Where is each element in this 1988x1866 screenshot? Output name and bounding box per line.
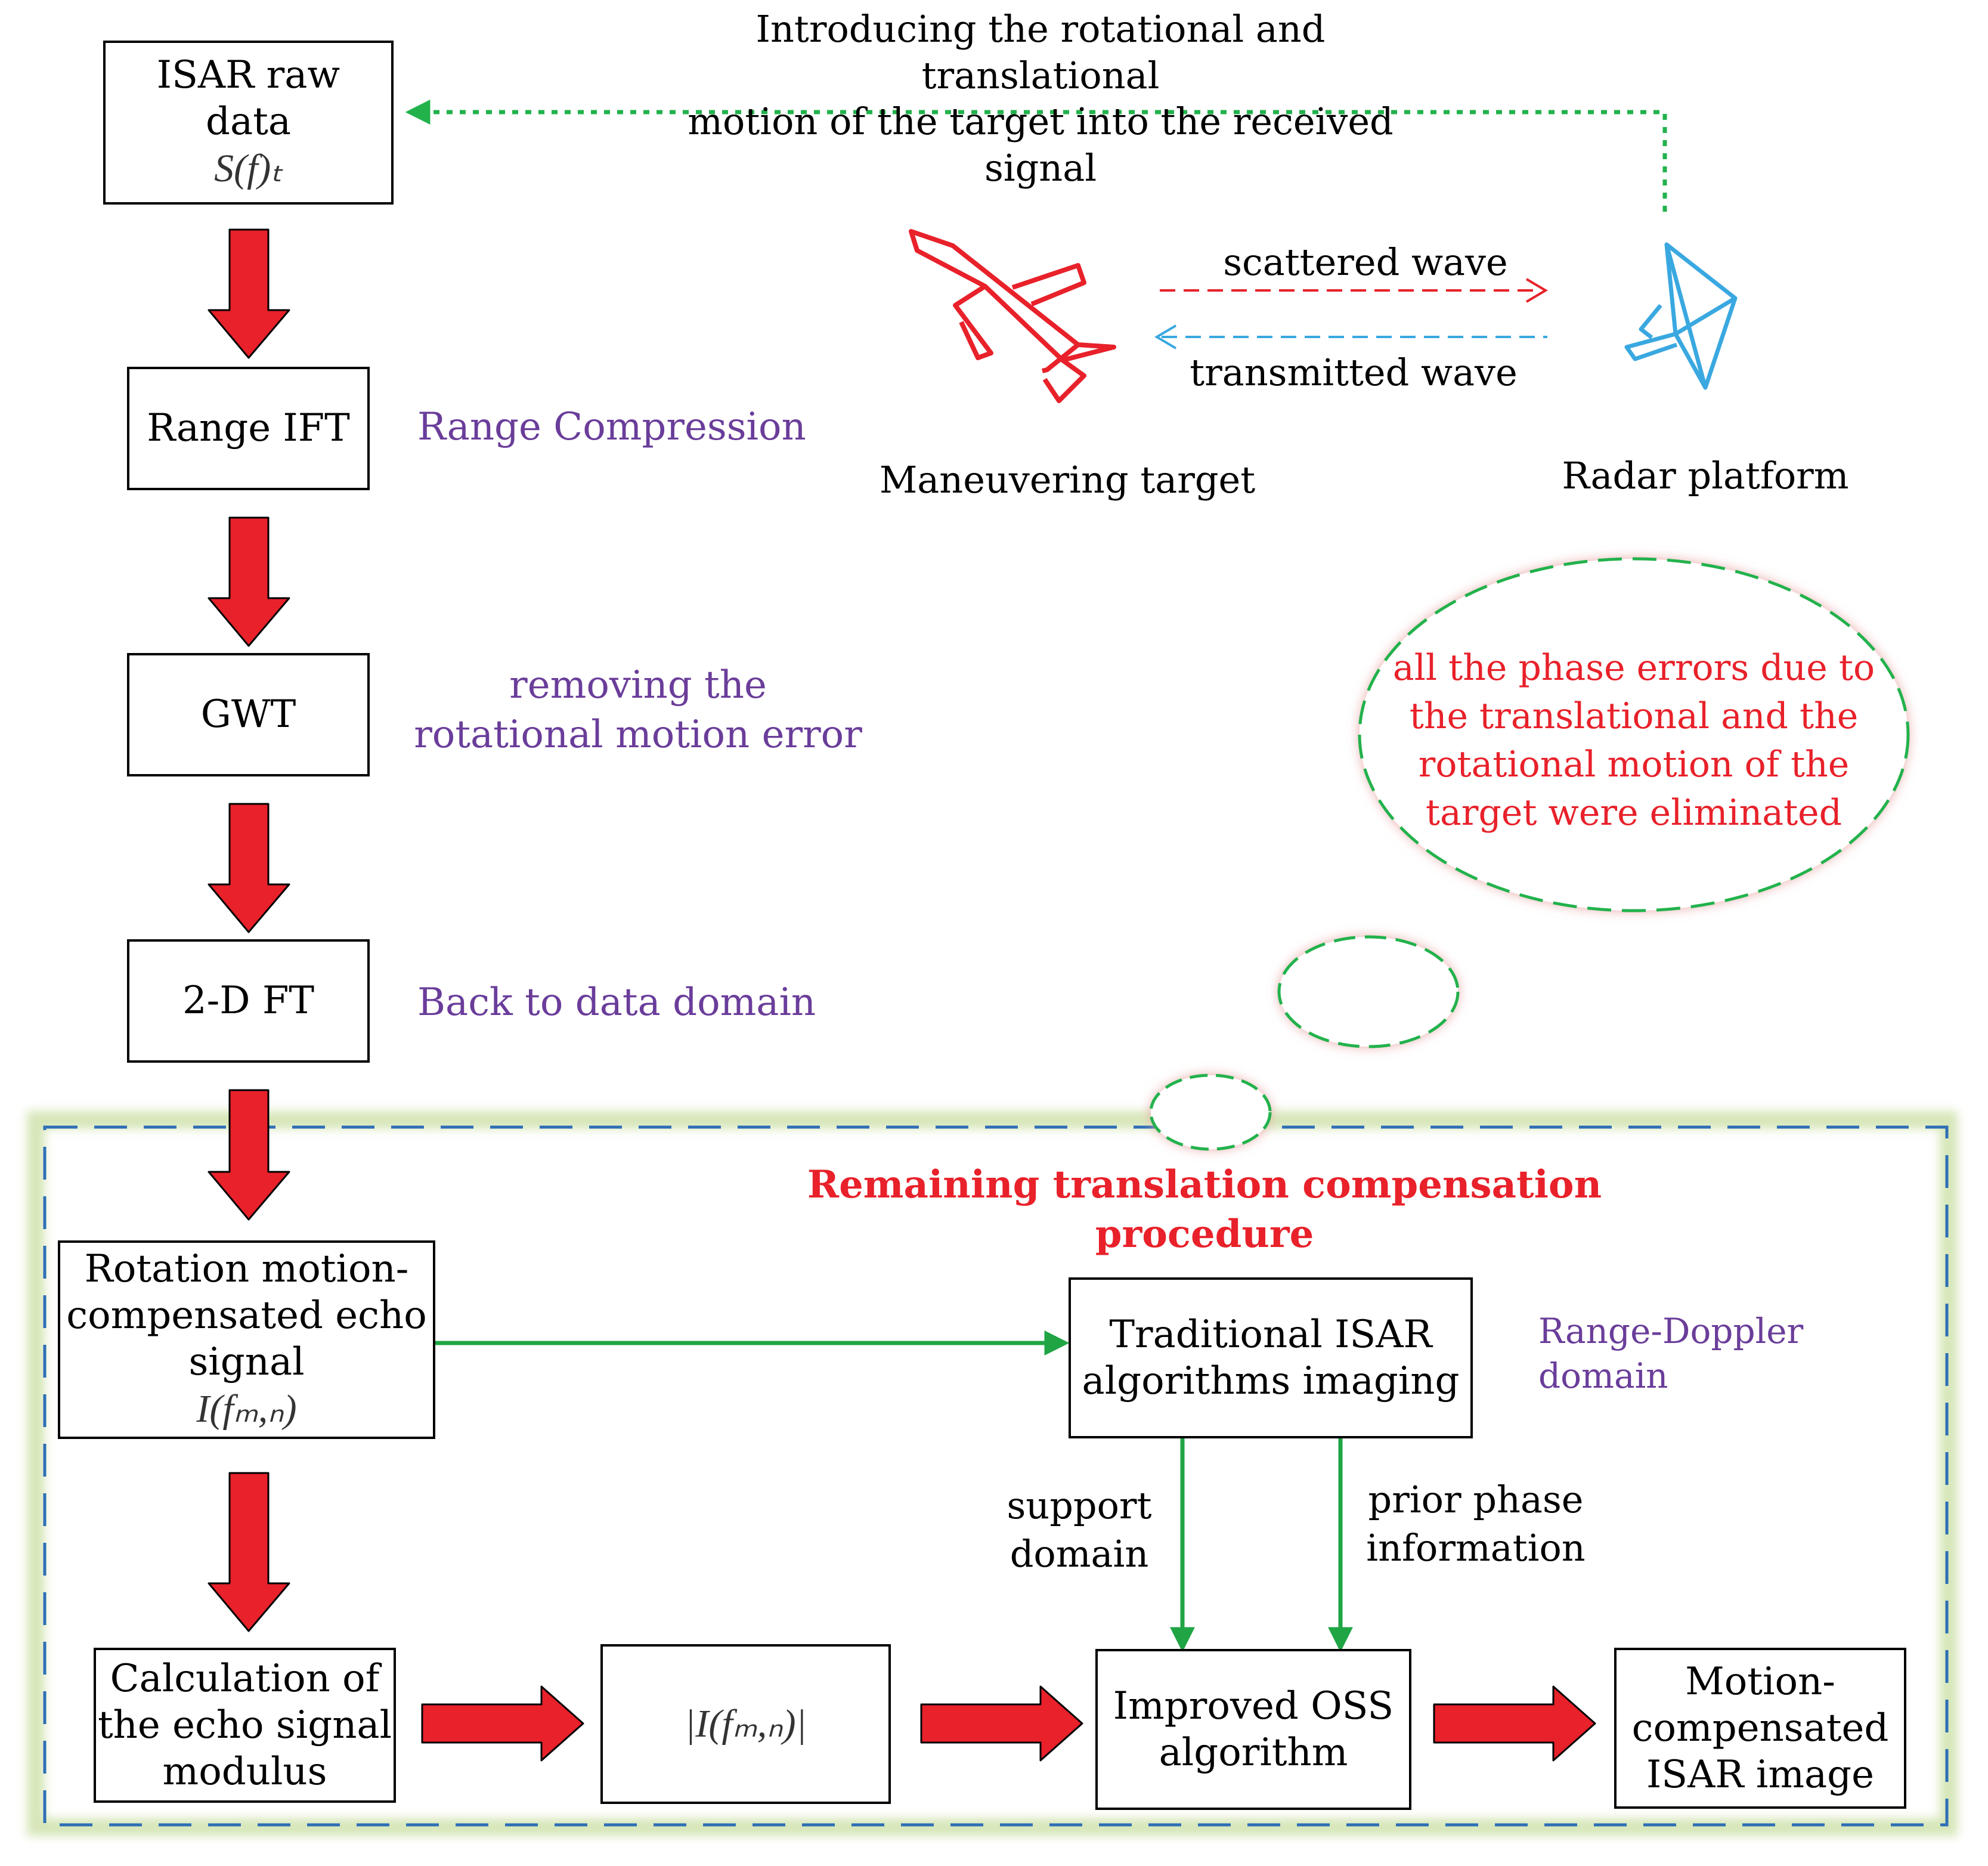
top-note-line1: Introducing the rotational and translati… <box>755 7 1326 97</box>
traditional-line2: algorithms imaging <box>1082 1359 1460 1403</box>
support-line2: domain <box>1010 1531 1149 1576</box>
output-image-box: Motion- compensated ISAR image <box>1614 1648 1906 1809</box>
output-line3: ISAR image <box>1646 1753 1875 1797</box>
procedure-title: Remaining translation compensation proce… <box>807 1162 1602 1257</box>
top-note-line2: motion of the target into the received s… <box>688 100 1394 190</box>
removing-error-label: removing the rotational motion error <box>411 661 865 760</box>
top-note: Introducing the rotational and translati… <box>650 6 1431 191</box>
modulus-line2: the echo signal <box>97 1703 392 1747</box>
scattered-wave-label: scattered wave <box>1223 240 1508 284</box>
prior-line1: prior phase <box>1368 1478 1584 1521</box>
range-ift-box: Range IFT <box>127 367 370 490</box>
isar-raw-math: S(f)ₜ <box>214 147 283 191</box>
support-line1: support <box>1007 1484 1152 1527</box>
range-compression-label: Range Compression <box>417 405 806 449</box>
output-line1: Motion- <box>1685 1659 1835 1704</box>
radar-platform-label: Radar platform <box>1562 454 1849 497</box>
isar-raw-line1: ISAR raw <box>156 53 340 98</box>
gwt-box: GWT <box>127 653 370 776</box>
flow-arrow-down <box>208 1472 290 1632</box>
modulus-calculation-box: Calculation of the echo signal modulus <box>94 1648 396 1803</box>
removing-line1: removing the <box>509 663 767 707</box>
radar-icon <box>1624 242 1738 390</box>
ft2d-label: 2-D FT <box>182 979 315 1023</box>
rotation-line2: compensated echo <box>66 1293 427 1338</box>
rotation-math: I(fₘ,ₙ) <box>196 1387 297 1431</box>
traditional-isar-box: Traditional ISAR algorithms imaging <box>1069 1277 1473 1438</box>
prior-phase-label: prior phase information <box>1351 1476 1601 1572</box>
range-ift-label: Range IFT <box>147 406 350 451</box>
flow-arrow-right <box>1433 1685 1596 1762</box>
support-domain-label: support domain <box>954 1482 1204 1578</box>
flow-arrow-down <box>208 516 290 647</box>
modulus-line1: Calculation of <box>110 1656 380 1701</box>
modulus-value-box: |I(fₘ,ₙ)| <box>600 1644 891 1804</box>
transmitted-wave-label: transmitted wave <box>1190 351 1518 394</box>
back-to-data-label: Back to data domain <box>417 980 816 1025</box>
removing-line2: rotational motion error <box>414 713 862 757</box>
scattered-wave-arrow <box>1160 278 1548 303</box>
isar-raw-data-box: ISAR raw data S(f)ₜ <box>103 41 394 205</box>
airplane-icon <box>909 229 1116 403</box>
flow-arrow-right <box>421 1685 584 1762</box>
transmitted-wave-arrow <box>1154 324 1547 349</box>
rotation-compensated-box: Rotation motion- compensated echo signal… <box>58 1240 435 1439</box>
modulus-line3: modulus <box>162 1750 327 1794</box>
procedure-region <box>27 1111 1958 1836</box>
bubble-line2: the translational and the <box>1409 695 1859 737</box>
flow-arrow-down <box>208 803 290 933</box>
thought-bubble <box>1149 557 1910 1151</box>
rotation-line1: Rotation motion- <box>84 1247 409 1292</box>
bubble-line3: rotational motion of the <box>1418 744 1850 785</box>
prior-line2: information <box>1366 1525 1586 1570</box>
improved-oss-box: Improved OSS algorithm <box>1095 1649 1411 1810</box>
ft2d-box: 2-D FT <box>127 939 370 1063</box>
output-line2: compensated <box>1631 1706 1889 1750</box>
flow-arrow-right <box>920 1685 1083 1762</box>
gwt-label: GWT <box>200 692 296 737</box>
feedback-arrow <box>405 100 1667 212</box>
rotation-line3: signal <box>188 1340 305 1385</box>
flow-arrow-down <box>208 1089 290 1221</box>
bubble-line4: target were eliminated <box>1425 792 1843 834</box>
traditional-line1: Traditional ISAR <box>1109 1312 1432 1357</box>
improved-oss-line1: Improved OSS <box>1113 1684 1394 1728</box>
thought-bubble-text: all the phase errors due to the translat… <box>1383 644 1884 837</box>
flow-arrow-down <box>208 228 290 359</box>
bubble-line1: all the phase errors due to <box>1392 647 1875 689</box>
improved-oss-line2: algorithm <box>1159 1731 1348 1775</box>
range-doppler-label: Range-Doppler domain <box>1538 1311 1804 1397</box>
isar-raw-line2: data <box>206 100 291 144</box>
maneuvering-target-label: Maneuvering target <box>879 458 1256 502</box>
modulus-value-math: |I(fₘ,ₙ)| <box>685 1701 807 1746</box>
